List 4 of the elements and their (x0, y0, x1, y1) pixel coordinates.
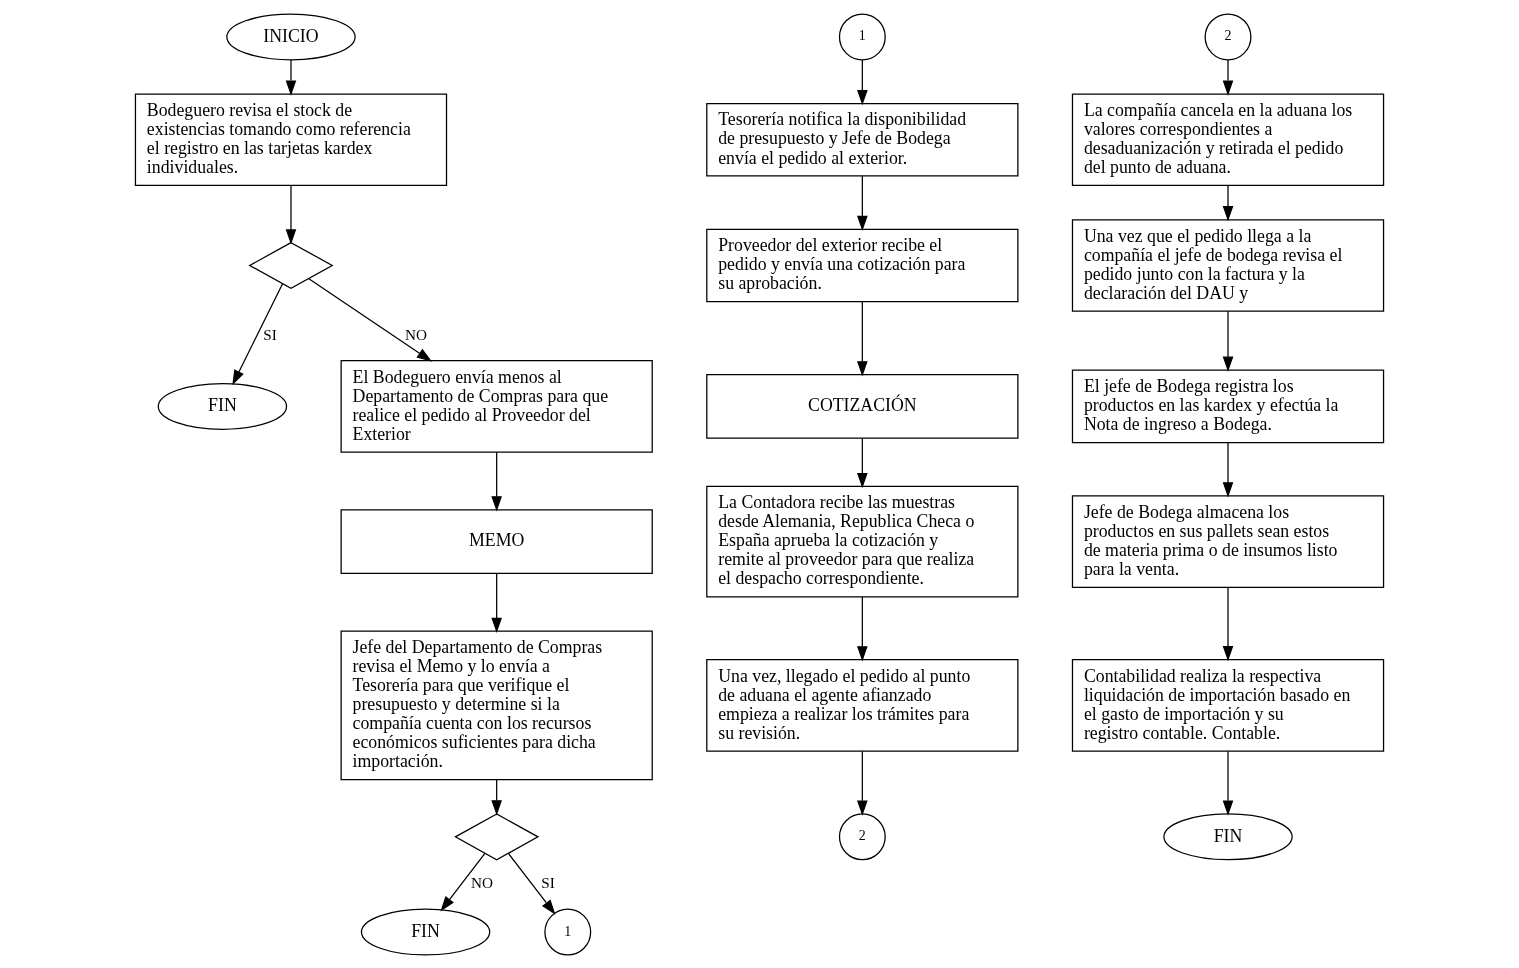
edge-label: NO (471, 873, 494, 891)
edge-label: SI (541, 873, 555, 891)
edge-label: NO (405, 325, 428, 343)
edge-label: SI (263, 325, 277, 343)
